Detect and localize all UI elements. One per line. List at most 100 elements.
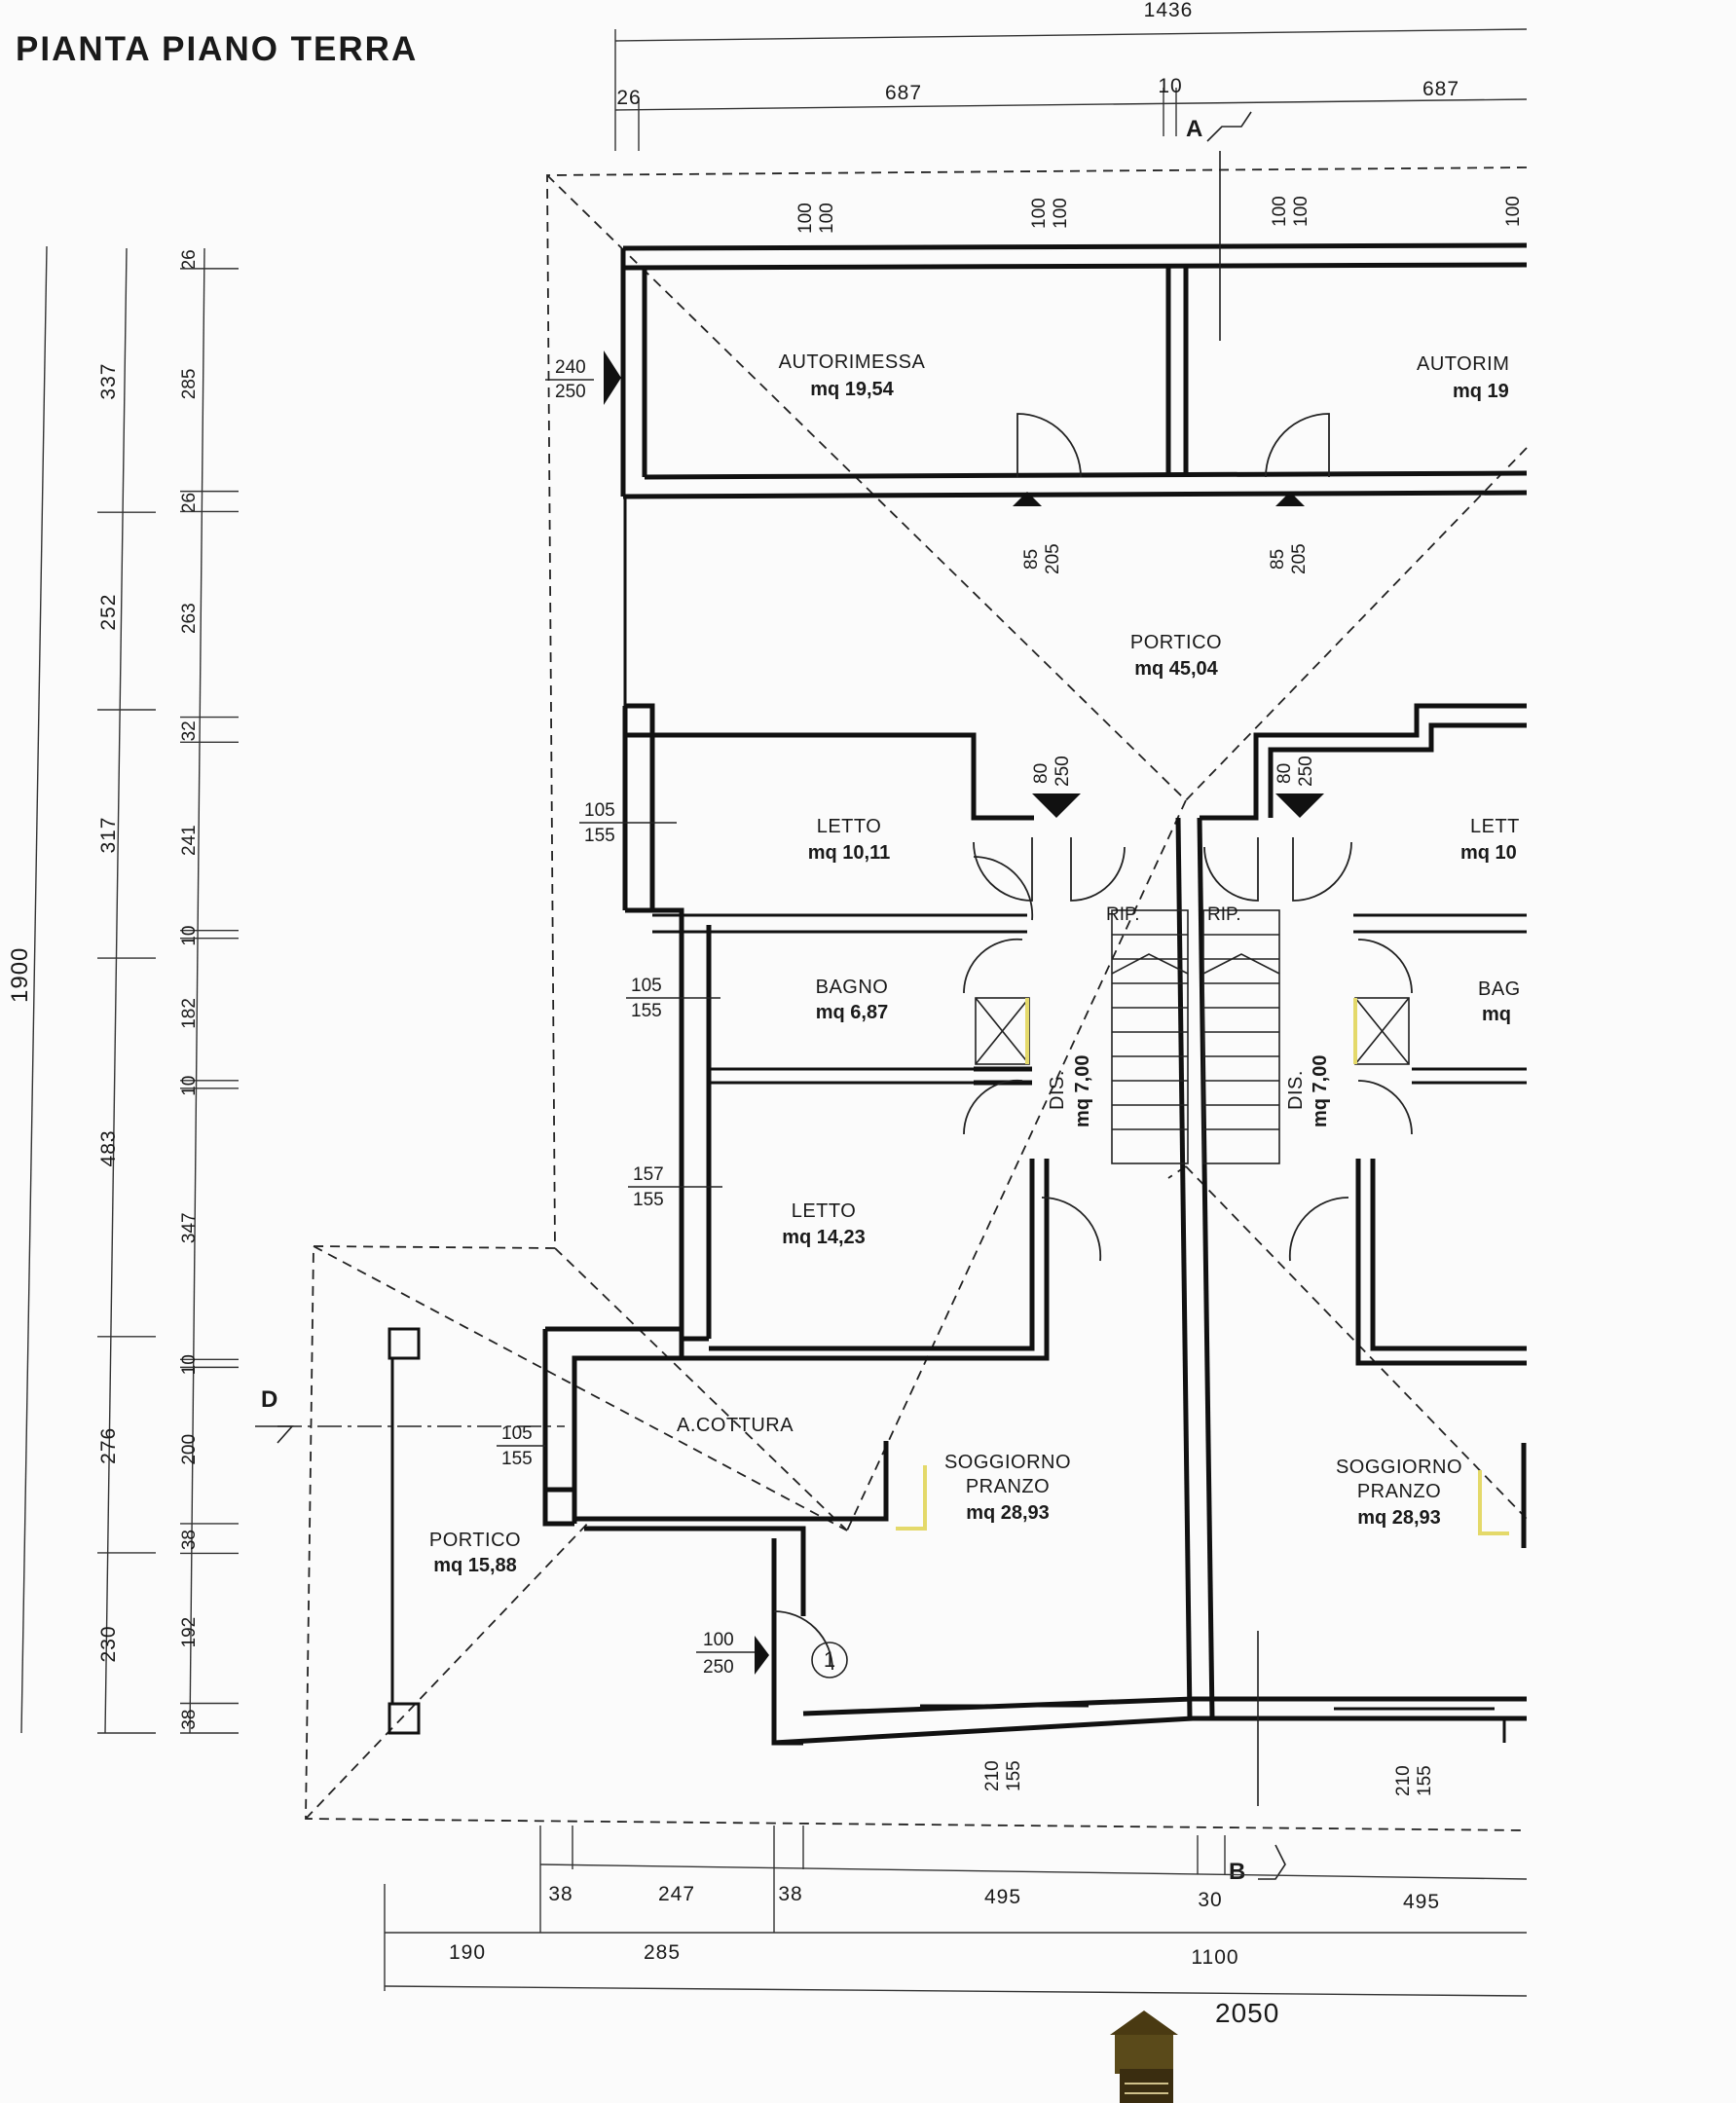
room-letto2-area: mq 14,23 [782,1227,866,1248]
dim-bottom-b2: 247 [658,1883,695,1905]
svg-text:250: 250 [1296,756,1316,787]
room-dis-left-name: DIS. [1047,1070,1068,1110]
svg-text:100: 100 [1029,198,1050,229]
room-dis-right-area: mq 7,00 [1310,1055,1331,1127]
dim-bottom-total: 2050 [1215,1998,1279,2028]
svg-text:105: 105 [501,1423,533,1444]
walls [388,242,1528,1746]
room-soggiorno-left-area: mq 28,93 [966,1502,1050,1524]
dim-left-inner-7: 182 [179,998,200,1029]
dim-top-1: 26 [616,87,641,109]
room-bagno-right-area: mq [1482,1004,1511,1025]
dim-bottom-b3: 38 [778,1883,802,1905]
section-a-label: A [1186,116,1202,142]
section-marks: A B D [255,111,1286,1885]
label-window-top3: 100 100 [1270,196,1311,227]
dim-top-4: 687 [1422,78,1459,100]
label-window-bagno: 105 155 [626,976,720,1021]
svg-text:205: 205 [1289,543,1310,574]
dim-left-inner-3: 263 [179,603,200,634]
room-letto1-name: LETTO [817,816,882,837]
svg-text:155: 155 [1415,1765,1435,1796]
plan-title: PIANTA PIANO TERRA [16,30,418,68]
dim-bottom-c2: 285 [644,1941,681,1964]
svg-text:100: 100 [795,203,816,234]
room-cottura-name: A.COTTURA [677,1415,794,1436]
room-bagno-right-name: BAG [1478,978,1521,1000]
dim-left-total: 1900 [7,947,33,1003]
label-window-letto1: 105 155 [579,800,677,846]
svg-text:85: 85 [1021,549,1042,570]
label-window-sogg2: 210 155 [1393,1765,1435,1796]
dim-bottom-b1: 38 [548,1883,573,1905]
svg-text:240: 240 [555,357,586,378]
svg-text:80: 80 [1274,763,1295,784]
room-letto-right-area: mq 10 [1460,842,1517,864]
room-dis-left-area: mq 7,00 [1072,1055,1093,1127]
room-portico-left-name: PORTICO [429,1530,521,1551]
label-door-garage2: 85 205 [1268,492,1310,574]
label-garage-door: 240 250 [545,350,621,405]
dimensions-top: 1436 26 687 10 687 [614,0,1528,151]
svg-text:85: 85 [1268,549,1288,570]
room-bagno-name: BAGNO [816,977,889,998]
room-letto-right-name: LETT [1470,816,1520,837]
room-dis-right-name: DIS. [1285,1070,1307,1110]
svg-text:155: 155 [633,1190,664,1210]
svg-text:157: 157 [633,1164,664,1185]
dim-left-outer-0: 337 [97,363,120,400]
label-window-letto2: 157 155 [628,1164,722,1210]
room-rip-right: RIP. [1207,904,1241,925]
dim-left-outer-5: 230 [97,1625,120,1662]
room-autorimessa-right-area: mq 19 [1453,381,1509,402]
dim-bottom-c3: 1100 [1191,1946,1238,1969]
dim-left-inner-12: 38 [179,1530,200,1550]
dim-bottom-b6: 495 [1403,1891,1440,1913]
dim-left-inner-8: 10 [179,1076,200,1096]
svg-text:100: 100 [1503,196,1524,227]
dim-left-inner-11: 200 [179,1434,200,1465]
room-autorimessa-left-name: AUTORIMESSA [779,351,926,373]
dim-left-inner-6: 10 [179,926,200,946]
room-autorimessa-left-area: mq 19,54 [810,379,894,400]
label-door-entry2: 80 250 [1274,756,1324,818]
svg-text:105: 105 [631,976,662,996]
section-b-label: B [1229,1859,1245,1885]
dim-left-inner-4: 32 [179,720,200,741]
dim-left-outer-3: 483 [97,1129,120,1166]
opening-labels: 100 100 100 100 100 100 100 240 250 85 2… [497,196,1524,1796]
room-letto1-area: mq 10,11 [808,842,891,864]
section-d-label: D [261,1386,277,1413]
roof-outline [305,166,1528,1831]
dim-left-inner-9: 347 [179,1212,200,1243]
label-window-cottura: 105 155 [497,1423,545,1469]
room-labels: AUTORIMESSA mq 19,54 AUTORIM mq 19 PORTI… [429,351,1521,1576]
room-portico-top-name: PORTICO [1130,632,1222,653]
label-entry-door: 100 250 [696,1630,755,1678]
entrance-number: 1 [824,1647,835,1672]
door-swings [773,413,1413,1671]
dim-left-inner-0: 26 [179,249,200,270]
room-soggiorno-right-area: mq 28,93 [1357,1507,1441,1529]
dim-left-outer-1: 252 [97,594,120,631]
svg-text:250: 250 [703,1657,734,1678]
svg-text:100: 100 [1291,196,1311,227]
svg-text:155: 155 [501,1449,533,1469]
label-window-sogg1: 210 155 [982,1760,1024,1791]
room-soggiorno-right-name2: PRANZO [1357,1481,1441,1502]
svg-text:210: 210 [1393,1765,1414,1796]
dim-left-outer-4: 276 [97,1427,120,1464]
room-soggiorno-left-name2: PRANZO [966,1476,1050,1497]
svg-text:155: 155 [631,1001,662,1021]
dimensions-bottom: 38 247 38 495 30 495 190 285 1100 2050 [384,1826,1528,2028]
svg-text:100: 100 [1270,196,1290,227]
dim-left-inner-10: 10 [179,1354,200,1375]
svg-text:80: 80 [1031,763,1052,784]
dim-left-inner-13: 192 [179,1617,200,1648]
svg-text:210: 210 [982,1760,1003,1791]
